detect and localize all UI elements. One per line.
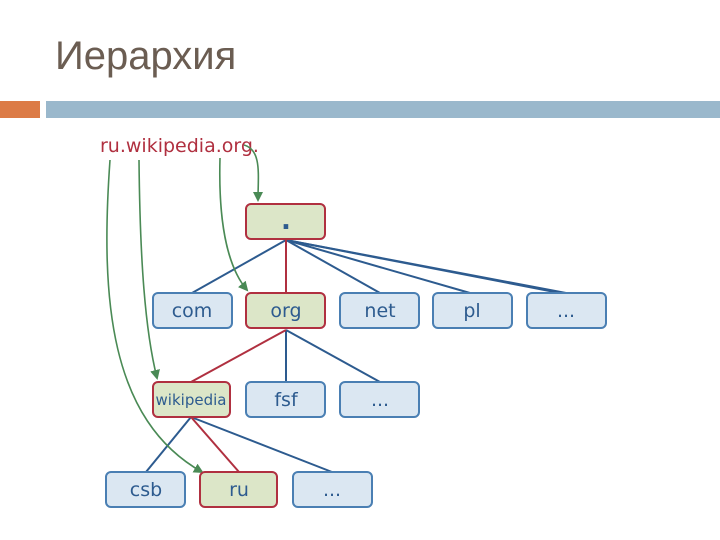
node-root-label: . (281, 206, 291, 236)
node-csb: csb (105, 471, 186, 508)
node-net-label: net (364, 300, 395, 322)
edge-root-etc-2 (285, 239, 561, 294)
arrow-to-ru (106, 159, 204, 473)
accent-bar-blue (46, 101, 720, 118)
edge-wikipedia-etc (190, 416, 333, 473)
resolution-arrows (106, 144, 264, 473)
node-com-label: com (172, 300, 213, 322)
tree-edges (145, 239, 567, 473)
edge-root-net (285, 239, 381, 294)
node-csb-label: csb (130, 479, 162, 501)
node-level3-more: ... (292, 471, 373, 508)
arrow-to-wikipedia (138, 159, 160, 380)
node-ru: ru (199, 471, 278, 508)
node-level3-more-label: ... (323, 479, 341, 501)
node-fsf: fsf (245, 381, 326, 418)
edge-org-wikipedia (190, 329, 287, 383)
node-net: net (339, 292, 420, 329)
node-com: com (152, 292, 233, 329)
node-wikipedia-label: wikipedia (156, 391, 227, 409)
accent-bar-orange (0, 101, 40, 118)
node-ru-label: ru (229, 479, 249, 501)
edge-wikipedia-ru (190, 416, 240, 473)
node-level1-more: ... (526, 292, 607, 329)
edge-wikipedia-csb (145, 416, 192, 473)
node-org-label: org (270, 300, 301, 322)
node-org: org (245, 292, 326, 329)
edge-root-com (191, 239, 287, 294)
node-root: . (245, 203, 326, 240)
edge-org-etc (285, 329, 381, 383)
node-pl: pl (432, 292, 513, 329)
node-pl-label: pl (463, 300, 480, 322)
node-wikipedia: wikipedia (152, 381, 231, 418)
node-level2-more-label: ... (371, 389, 389, 411)
arrow-to-root (243, 144, 264, 202)
edge-root-pl (285, 239, 471, 294)
node-fsf-label: fsf (274, 389, 299, 411)
node-level2-more: ... (339, 381, 420, 418)
path-edges (190, 240, 287, 473)
slide-title: Иерархия (55, 34, 237, 78)
node-level1-more-label: ... (557, 300, 575, 322)
arrow-to-org (218, 157, 249, 292)
query-label: ru.wikipedia.org. (100, 135, 259, 157)
